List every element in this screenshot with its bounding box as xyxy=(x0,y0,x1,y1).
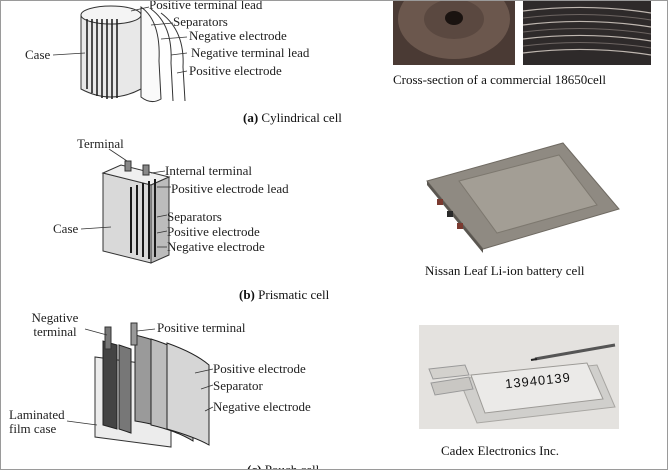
caption-text: Pouch cell xyxy=(264,462,320,470)
photo-caption-prismatic: Nissan Leaf Li-ion battery cell xyxy=(425,263,585,278)
label-negative-terminal-lead: Negative terminal lead xyxy=(191,45,310,60)
photo-caption-cylindrical: Cross-section of a commercial 18650cell xyxy=(393,72,606,87)
photo-cadex-pouch-cell: 13940139 xyxy=(419,325,619,429)
caption-text: Cylindrical cell xyxy=(261,110,342,125)
label-negative-electrode: Negative electrode xyxy=(213,399,311,414)
label-positive-electrode: Positive electrode xyxy=(167,224,260,239)
label-case: Case xyxy=(25,47,51,62)
caption-letter: (b) xyxy=(239,287,255,302)
label-negative-electrode: Negative electrode xyxy=(167,239,265,254)
caption-letter: (c) xyxy=(247,462,262,470)
caption-pouch: (c) Pouch cell xyxy=(247,462,320,470)
label-positive-electrode: Positive electrode xyxy=(213,361,306,376)
label-positive-electrode: Positive electrode xyxy=(189,63,282,78)
caption-text: Prismatic cell xyxy=(258,287,330,302)
label-positive-terminal: Positive terminal xyxy=(157,320,246,335)
photo-nissan-leaf-cell xyxy=(413,141,627,253)
label-laminated-film-case: Laminated film case xyxy=(9,407,65,436)
label-separators: Separators xyxy=(167,209,222,224)
photo-18650-cross-section xyxy=(393,1,651,65)
caption-prismatic: (b) Prismatic cell xyxy=(239,287,329,303)
label-separators: Separators xyxy=(173,14,228,29)
label-negative-electrode: Negative electrode xyxy=(189,28,287,43)
label-positive-terminal-lead: Positive terminal lead xyxy=(149,0,263,12)
label-terminal: Terminal xyxy=(77,136,124,151)
label-negative-terminal: Negative terminal xyxy=(31,310,79,339)
label-separator: Separator xyxy=(213,378,263,393)
caption-cylindrical: (a) Cylindrical cell xyxy=(243,110,342,126)
label-internal-terminal: Internal terminal xyxy=(165,163,252,178)
label-case: Case xyxy=(53,221,79,236)
label-positive-electrode-lead: Positive electrode lead xyxy=(171,181,289,196)
photo-caption-pouch: Cadex Electronics Inc. xyxy=(441,443,560,458)
caption-letter: (a) xyxy=(243,110,259,125)
